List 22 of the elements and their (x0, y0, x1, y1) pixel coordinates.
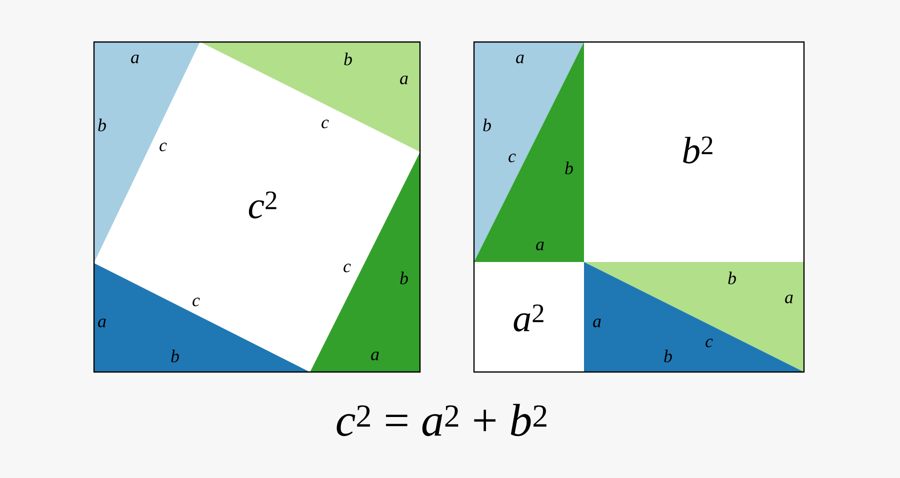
side-label: b (171, 350, 179, 362)
side-label: a (400, 76, 408, 84)
side-label: b (664, 350, 672, 362)
equation: c$^{2}$ = a$^{2}$ + b$^{2}$ (336, 404, 546, 436)
side-label: c (192, 298, 200, 306)
side-label: b (344, 52, 352, 66)
side-label: a (536, 242, 544, 250)
side-label: a (98, 318, 106, 328)
square: a$^{2}$ (474, 262, 584, 372)
side-label: b (483, 118, 491, 132)
side-label: a (785, 294, 793, 304)
side-label: c (706, 338, 713, 348)
side-label: c (508, 154, 516, 162)
square: b$^{2}$ (584, 42, 804, 262)
side-label: c (344, 264, 351, 272)
side-label: a (131, 54, 139, 64)
side-label: c (160, 142, 167, 152)
side-label: a (516, 54, 524, 64)
side-label: c (322, 120, 329, 128)
side-label: b (98, 118, 106, 132)
side-label: a (371, 352, 379, 360)
side-label: b (400, 272, 408, 284)
